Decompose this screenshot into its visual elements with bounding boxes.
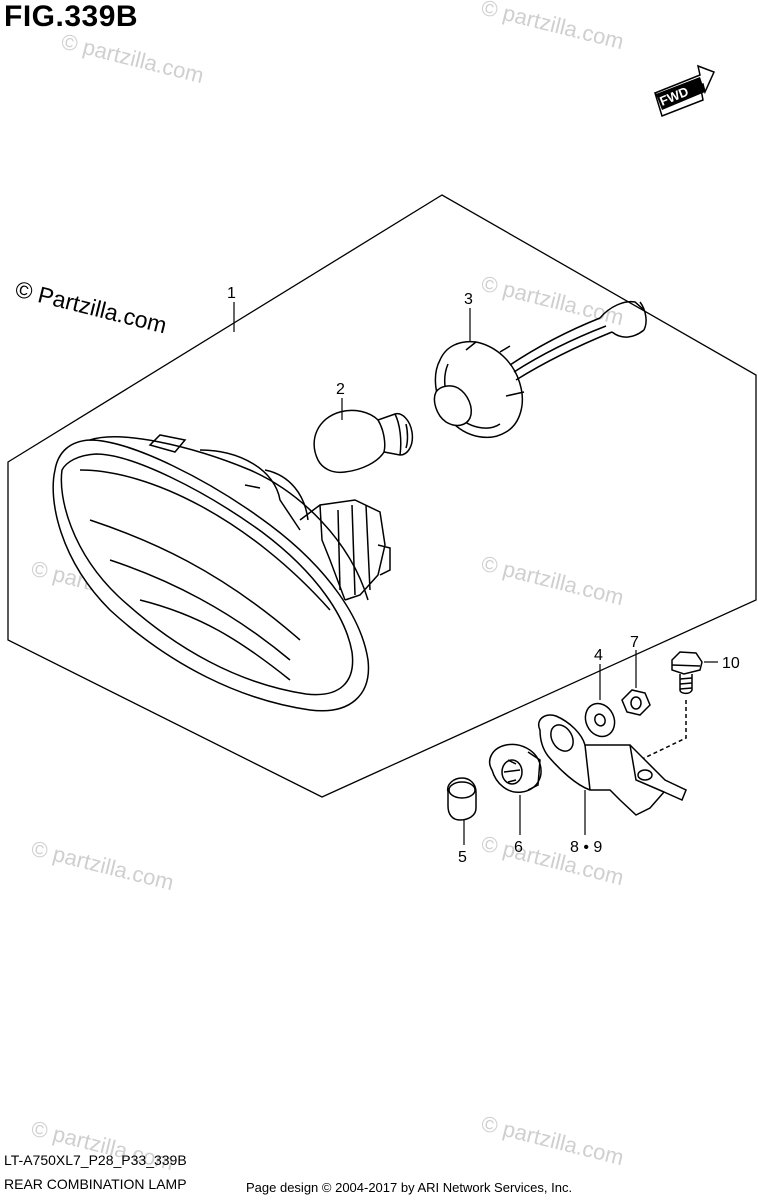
nut bbox=[621, 689, 651, 716]
partzilla-watermark-large: © Partzilla.com bbox=[13, 276, 170, 339]
callout-8-9: 8 • 9 bbox=[570, 839, 602, 856]
figure-title: FIG.339B bbox=[4, 0, 139, 33]
callout-1: 1 bbox=[227, 285, 236, 302]
callout-2: 2 bbox=[336, 381, 345, 398]
fwd-label: FWD bbox=[658, 84, 691, 109]
bolt bbox=[639, 651, 703, 761]
model-code: LT-A750XL7_P28_P33_339B bbox=[4, 1152, 187, 1168]
watermark: © partzilla.com bbox=[479, 0, 627, 54]
watermark: © partzilla.com bbox=[479, 551, 627, 611]
lamp-housing bbox=[52, 434, 391, 712]
fwd-arrow: FWD bbox=[653, 64, 716, 117]
callout-6: 6 bbox=[514, 839, 523, 856]
callout-7: 7 bbox=[630, 634, 639, 651]
watermark: © partzilla.com bbox=[479, 1111, 627, 1171]
leader-lines bbox=[233, 302, 718, 845]
callout-5: 5 bbox=[458, 849, 467, 866]
callout-4: 4 bbox=[594, 647, 603, 664]
copyright-notice: Page design © 2004-2017 by ARI Network S… bbox=[246, 1180, 573, 1195]
grommet bbox=[488, 743, 542, 793]
callout-10: 10 bbox=[722, 655, 740, 672]
watermark: © partzilla.com bbox=[59, 29, 207, 89]
washer bbox=[584, 702, 616, 738]
assembly-outline bbox=[7, 194, 757, 798]
watermark: © partzilla.com bbox=[479, 271, 627, 331]
watermark: © partzilla.com bbox=[29, 836, 177, 896]
figure-name: REAR COMBINATION LAMP bbox=[4, 1176, 187, 1192]
bracket bbox=[538, 714, 687, 816]
collar bbox=[446, 777, 477, 821]
watermark: © partzilla.com bbox=[479, 831, 627, 891]
bulb bbox=[313, 409, 414, 474]
socket bbox=[433, 300, 647, 439]
callout-3: 3 bbox=[464, 291, 473, 308]
callouts: 1 2 3 4 5 6 7 8 • 9 10 bbox=[227, 285, 740, 866]
